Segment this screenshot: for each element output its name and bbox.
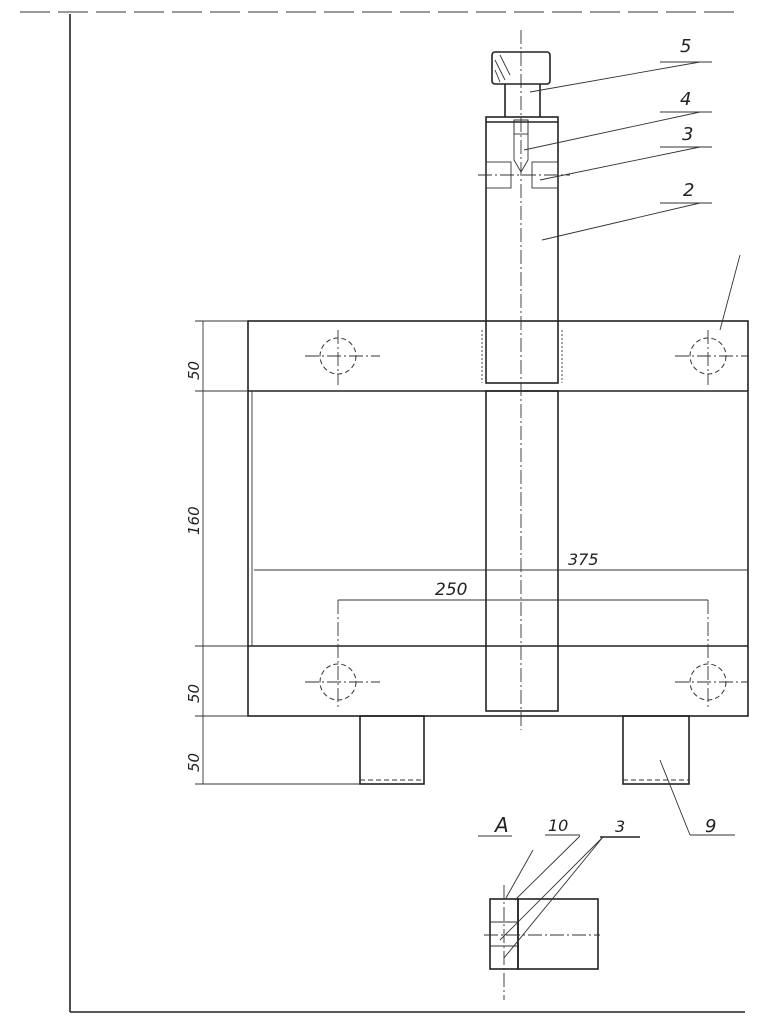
column-assembly <box>478 30 570 730</box>
part-label-2: 2 <box>683 180 694 201</box>
dim-middle: 160 <box>185 506 203 535</box>
dim-feet: 50 <box>185 753 203 772</box>
drawing-frame <box>20 11 745 1013</box>
leader-lines <box>523 61 741 836</box>
mounting-holes <box>305 330 748 710</box>
part-label-10: 10 <box>548 816 568 835</box>
dimension-lines <box>195 320 748 785</box>
section-label-a: A <box>493 813 509 837</box>
part-label-5: 5 <box>680 36 691 57</box>
part-label-3-section: 3 <box>615 817 625 836</box>
part-label-9: 9 <box>705 816 716 837</box>
dim-250: 250 <box>435 580 467 600</box>
dim-bottom-band: 50 <box>185 684 203 703</box>
part-label-4: 4 <box>680 89 691 110</box>
section-a-view <box>478 834 640 1000</box>
dim-375: 375 <box>568 550 599 569</box>
feet <box>359 715 690 785</box>
dim-top-band: 50 <box>185 361 203 380</box>
base-plate <box>247 320 749 717</box>
part-label-3: 3 <box>682 124 693 145</box>
